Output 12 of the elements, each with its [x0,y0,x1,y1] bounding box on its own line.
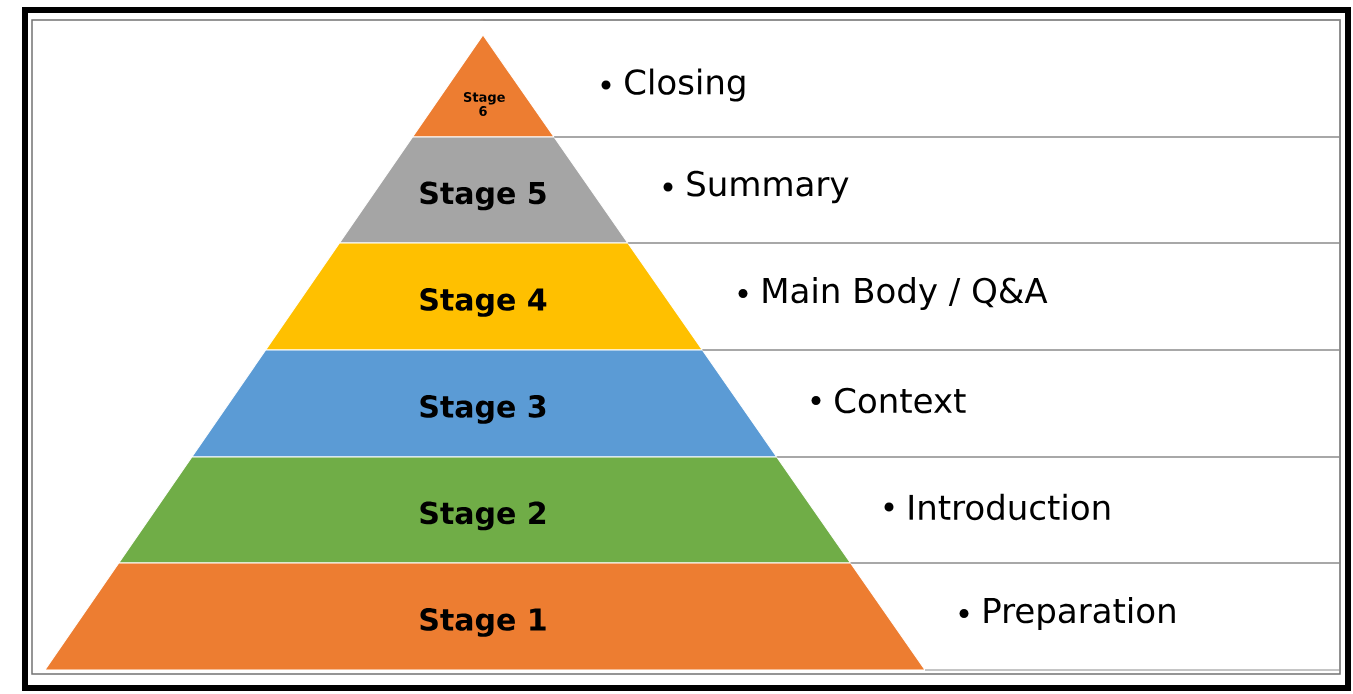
pyramid-band: Stage 4 [265,242,703,351]
pyramid-band: Stage 3 [191,349,778,458]
pyramid-band: Stage 6 [412,34,555,138]
pyramid-band: Stage 5 [339,136,629,244]
list-item: Preparation [984,597,1175,630]
list-item: Main Body / Q&A [763,277,1048,310]
list-item: Introduction [909,493,1110,521]
pyramid-band: Stage 2 [118,456,851,564]
list-item: Closing [625,68,745,102]
list-item: Summary [687,170,849,204]
list-item: Context [835,387,966,414]
pyramid-band: Stage 1 [44,562,926,671]
